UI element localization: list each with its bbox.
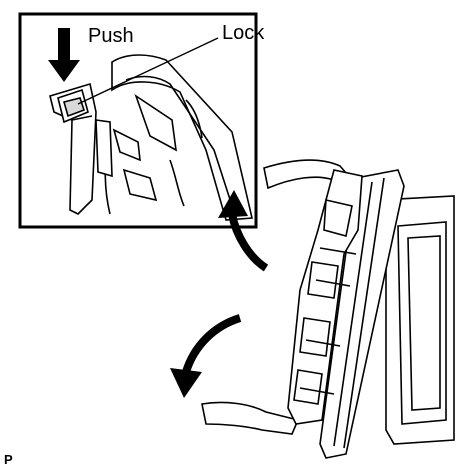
lock-label: Lock bbox=[222, 22, 265, 44]
push-arrow-icon bbox=[48, 28, 80, 82]
inset-cable-lever bbox=[49, 82, 97, 215]
rotation-arrow-lower bbox=[170, 314, 242, 398]
lower-flat-cable bbox=[201, 401, 300, 435]
inset-lock-tab bbox=[57, 88, 89, 124]
curved-arrow-down-icon bbox=[170, 368, 202, 398]
figure-code-label: P bbox=[4, 452, 13, 467]
lock-leader-line bbox=[77, 37, 219, 105]
mounting-rail bbox=[319, 169, 405, 459]
inset-connector-housing bbox=[95, 54, 253, 221]
curved-arrow-up-icon bbox=[218, 190, 248, 218]
main-assembly bbox=[201, 159, 455, 459]
inset-detail bbox=[18, 12, 258, 229]
push-label: Push bbox=[88, 25, 134, 47]
rotation-arrow-upper bbox=[218, 190, 269, 272]
